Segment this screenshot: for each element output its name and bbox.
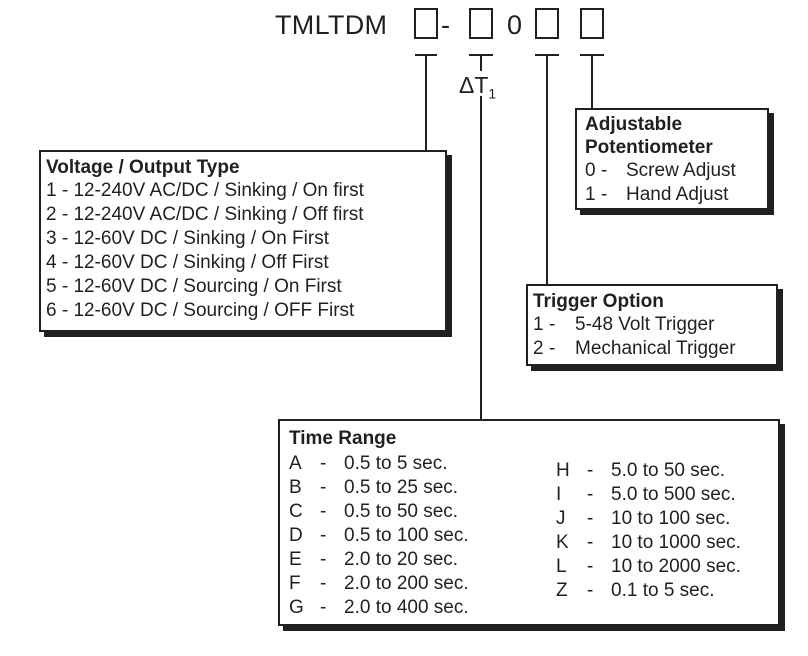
option-sep: - [320,501,327,522]
option-text: 0.5 to 50 sec. [344,501,459,522]
model-slot-voltage [414,8,438,39]
option-text: 5-48 Volt Trigger [575,314,715,335]
option-text: 5.0 to 500 sec. [611,484,736,505]
trigger-option: 1-5-48 Volt Trigger [533,313,776,337]
time-range-column-2: H-5.0 to 50 sec. I-5.0 to 500 sec. J-10 … [556,459,741,603]
option-sep: - [549,338,556,359]
time-range-column-1: A-0.5 to 5 sec. B-0.5 to 25 sec. C-0.5 t… [289,452,469,620]
potentiometer-option: 1-Hand Adjust [585,183,767,207]
option-code: I [556,484,562,505]
model-fixed-digit: 0 [507,10,523,40]
option-text: 2.0 to 20 sec. [344,549,459,570]
time-range-option: G-2.0 to 400 sec. [289,596,469,620]
option-text: 2.0 to 400 sec. [344,597,469,618]
option-sep: - [601,184,608,205]
option-text: 2.0 to 200 sec. [344,573,469,594]
voltage-option: 1 - 12-240V AC/DC / Sinking / On first [46,180,364,201]
model-slot-potentiometer [580,8,604,39]
option-text: 10 to 2000 sec. [611,556,741,577]
time-range-option: B-0.5 to 25 sec. [289,476,469,500]
option-text: 0.5 to 100 sec. [344,525,469,546]
option-sep: - [601,160,608,181]
time-range-option: D-0.5 to 100 sec. [289,524,469,548]
option-sep: - [587,556,594,577]
time-range-option: K-10 to 1000 sec. [556,531,741,555]
time-range-option: A-0.5 to 5 sec. [289,452,469,476]
option-code: F [289,573,301,594]
model-prefix: TMLTDM [275,10,388,40]
option-code: A [289,453,302,474]
option-code: B [289,477,302,498]
option-sep: - [587,532,594,553]
option-code: D [289,525,303,546]
option-sep: - [320,453,327,474]
voltage-option: 4 - 12-60V DC / Sinking / Off First [46,252,329,273]
time-range-option: Z-0.1 to 5 sec. [556,579,741,603]
voltage-option: 2 - 12-240V AC/DC / Sinking / Off first [46,204,364,225]
option-text: 10 to 100 sec. [611,508,731,529]
time-range-option: F-2.0 to 200 sec. [289,572,469,596]
voltage-option: 5 - 12-60V DC / Sourcing / On First [46,276,342,297]
option-code: 0 [585,160,596,181]
time-range-box: Time Range A-0.5 to 5 sec. B-0.5 to 25 s… [278,419,780,626]
time-range-option: L-10 to 2000 sec. [556,555,741,579]
option-sep: - [587,484,594,505]
model-dash: - [441,10,450,40]
voltage-box: Voltage / Output Type 1 - 12-240V AC/DC … [39,150,447,332]
voltage-option: 3 - 12-60V DC / Sinking / On First [46,228,329,249]
time-range-option: E-2.0 to 20 sec. [289,548,469,572]
option-sep: - [320,597,327,618]
voltage-option: 6 - 12-60V DC / Sourcing / OFF First [46,300,355,321]
time-range-title: Time Range [289,428,397,449]
time-range-option: I -5.0 to 500 sec. [556,483,741,507]
option-text: 10 to 1000 sec. [611,532,741,553]
trigger-box: Trigger Option 1-5-48 Volt Trigger 2-Mec… [526,284,778,366]
time-range-option: C-0.5 to 50 sec. [289,500,469,524]
option-sep: - [587,460,594,481]
option-sep: - [320,549,327,570]
option-text: 5.0 to 50 sec. [611,460,726,481]
potentiometer-option: 0-Screw Adjust [585,159,767,183]
option-code: 1 [585,184,596,205]
option-sep: - [320,477,327,498]
option-code: Z [556,580,568,601]
option-code: C [289,501,303,522]
option-sep: - [320,573,327,594]
option-text: Screw Adjust [626,160,736,181]
trigger-title: Trigger Option [533,291,664,312]
option-text: Mechanical Trigger [575,338,736,359]
delta-subscript: 1 [488,85,497,102]
option-code: J [556,508,566,529]
model-slot-time-range [469,8,493,39]
option-code: K [556,532,569,553]
trigger-option: 2-Mechanical Trigger [533,337,776,361]
delta-symbol: ΔT [459,72,489,98]
time-range-option: J-10 to 100 sec. [556,507,741,531]
option-sep: - [587,580,594,601]
option-code: 1 [533,314,544,335]
option-text: 0.5 to 25 sec. [344,477,459,498]
model-slot-trigger [535,8,559,39]
option-code: E [289,549,302,570]
potentiometer-box: Adjustable Potentiometer 0-Screw Adjust … [575,108,769,210]
option-sep: - [587,508,594,529]
option-sep: - [320,525,327,546]
voltage-title: Voltage / Output Type [46,157,240,178]
potentiometer-title-line1: Adjustable [585,114,683,135]
time-range-option: H-5.0 to 50 sec. [556,459,741,483]
option-sep: - [549,314,556,335]
potentiometer-title-line2: Potentiometer [585,137,713,158]
option-text: Hand Adjust [626,184,729,205]
option-code: L [556,556,567,577]
option-text: 0.5 to 5 sec. [344,453,448,474]
delta-t1-label: ΔT1 [459,70,496,109]
option-code: H [556,460,570,481]
option-code: G [289,597,304,618]
option-text: 0.1 to 5 sec. [611,580,715,601]
option-code: 2 [533,338,544,359]
